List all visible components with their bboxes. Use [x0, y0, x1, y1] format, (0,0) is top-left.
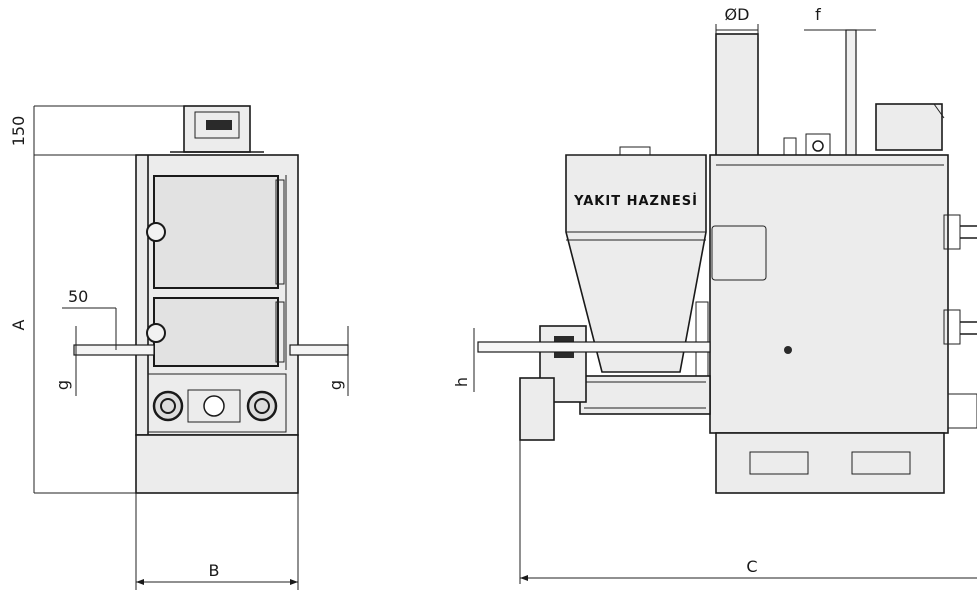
- front-dimensions: 150 A 50 g g B: [9, 105, 349, 590]
- base-slot-left: [749, 451, 809, 475]
- dim-f: f: [815, 5, 821, 24]
- fuel-hopper: [565, 154, 707, 373]
- right-burner: [246, 390, 278, 422]
- sight-glass: [784, 346, 792, 354]
- dim-h: h: [452, 377, 471, 387]
- lower-door-handle: [146, 323, 166, 343]
- side-body: [709, 154, 949, 434]
- dim-C: C: [746, 557, 757, 576]
- flue-chimney: [715, 33, 759, 157]
- left-burner: [152, 390, 184, 422]
- side-dimensions: ØD f h C: [452, 5, 977, 584]
- dim-50: 50: [68, 287, 88, 306]
- right-pipe: [289, 344, 349, 356]
- dim-A: A: [9, 319, 28, 330]
- side-view: YAKIT HAZNESİ: [477, 29, 977, 494]
- side-window: [711, 225, 767, 281]
- dim-g-right: g: [326, 380, 345, 390]
- feed-pipe: [477, 341, 711, 353]
- side-base: [715, 432, 945, 494]
- front-base: [135, 434, 299, 494]
- upper-door-handle: [146, 222, 166, 242]
- motor-gearbox: [519, 377, 555, 441]
- front-view: [73, 105, 349, 494]
- dim-B: B: [209, 561, 220, 580]
- upper-door: [153, 175, 279, 289]
- side-control-box: [875, 103, 943, 151]
- dim-150: 150: [9, 116, 28, 147]
- inspection-port: [187, 389, 241, 423]
- base-slot-right: [851, 451, 911, 475]
- dim-g-left: g: [53, 380, 72, 390]
- hopper-label: YAKIT HAZNESİ: [573, 193, 698, 209]
- left-pipe: [73, 344, 155, 356]
- flue-rod: [845, 29, 857, 157]
- lower-door: [153, 297, 279, 367]
- dim-diameter: ØD: [725, 5, 750, 24]
